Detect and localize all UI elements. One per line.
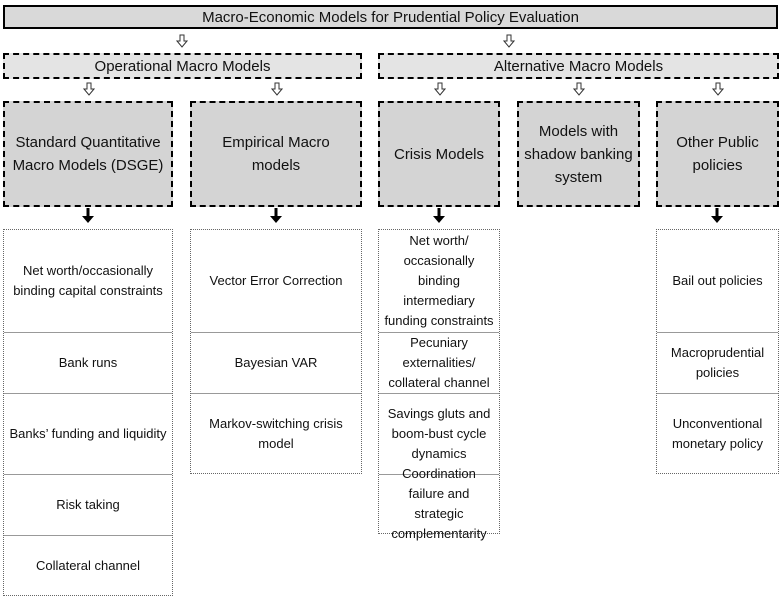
group-label: Operational Macro Models xyxy=(94,57,271,75)
list-item: Bayesian VAR xyxy=(191,332,361,393)
list-item: Unconventional monetary policy xyxy=(657,393,778,473)
model-dsge: Standard Quantitative Macro Models (DSGE… xyxy=(3,101,173,207)
list-item: Vector Error Correction xyxy=(209,273,343,288)
arrow-down-icon xyxy=(434,82,446,96)
list-item: Net worth/ occasionally binding intermed… xyxy=(384,233,494,328)
group-label: Alternative Macro Models xyxy=(493,57,664,75)
arrow-down-icon xyxy=(711,208,723,223)
list-item: Macroprudential policies xyxy=(657,332,778,393)
list-item: Savings gluts and boom-bust cycle dynami… xyxy=(379,393,499,474)
model-other-public-policies: Other Public policies xyxy=(656,101,779,207)
list-item: Coordination failure and strategic compl… xyxy=(379,466,499,541)
arrow-down-icon xyxy=(503,34,515,48)
arrow-down-icon xyxy=(270,208,282,223)
arrow-down-icon xyxy=(433,208,445,223)
group-operational-macro-models: Operational Macro Models xyxy=(3,53,362,79)
group-alternative-macro-models: Alternative Macro Models xyxy=(378,53,779,79)
arrow-down-icon xyxy=(176,34,188,48)
model-label: Empirical Macro models xyxy=(222,134,330,174)
list-item: Net worth/occasionally binding capital c… xyxy=(13,263,163,298)
list-item: Pecuniary externalities/ collateral chan… xyxy=(379,332,499,393)
list-item: Risk taking xyxy=(4,474,172,535)
crisis-items-list: Net worth/ occasionally binding intermed… xyxy=(378,229,500,541)
arrow-down-icon xyxy=(712,82,724,96)
dsge-items-list: Net worth/occasionally binding capital c… xyxy=(3,229,173,596)
model-empirical: Empirical Macro models xyxy=(190,101,362,207)
list-item: Bank runs xyxy=(4,332,172,393)
arrow-down-icon xyxy=(573,82,585,96)
model-crisis: Crisis Models xyxy=(378,101,500,207)
diagram-title-text: Macro-Economic Models for Prudential Pol… xyxy=(202,8,579,26)
diagram-title: Macro-Economic Models for Prudential Pol… xyxy=(3,5,778,29)
arrow-down-icon xyxy=(271,82,283,96)
model-label: Models with shadow banking system xyxy=(524,122,633,186)
list-item: Banks’ funding and liquidity xyxy=(4,393,172,474)
model-label: Standard Quantitative Macro Models (DSGE… xyxy=(12,134,164,174)
list-item: Collateral channel xyxy=(4,535,172,595)
arrow-down-icon xyxy=(82,208,94,223)
model-shadow-banking: Models with shadow banking system xyxy=(517,101,640,207)
list-item: Markov-switching crisis model xyxy=(191,393,361,473)
arrow-down-icon xyxy=(83,82,95,96)
model-label: Other Public policies xyxy=(676,134,759,174)
model-label: Crisis Models xyxy=(393,145,484,163)
other-policies-items-list: Bail out policies Macroprudential polici… xyxy=(656,229,779,474)
empirical-items-list: Vector Error Correction Bayesian VAR Mar… xyxy=(190,229,362,474)
list-item: Bail out policies xyxy=(672,273,763,288)
